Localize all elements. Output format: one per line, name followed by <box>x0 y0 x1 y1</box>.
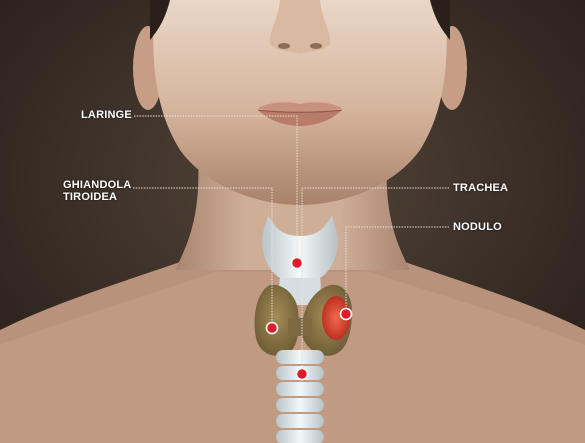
larynx-label: LARINGE <box>81 109 132 121</box>
thyroid-label-line-2: TIROIDEA <box>63 191 131 203</box>
nodule-label: NODULO <box>453 221 502 233</box>
thyroid-marker <box>267 323 278 334</box>
nodule-marker <box>341 309 352 320</box>
trachea-marker <box>297 369 308 380</box>
larynx-marker <box>292 258 303 269</box>
thyroid-label-line-1: GHIANDOLA <box>63 179 131 191</box>
thyroid-label: GHIANDOLA TIROIDEA <box>63 179 131 203</box>
trachea-label: TRACHEA <box>453 182 508 194</box>
